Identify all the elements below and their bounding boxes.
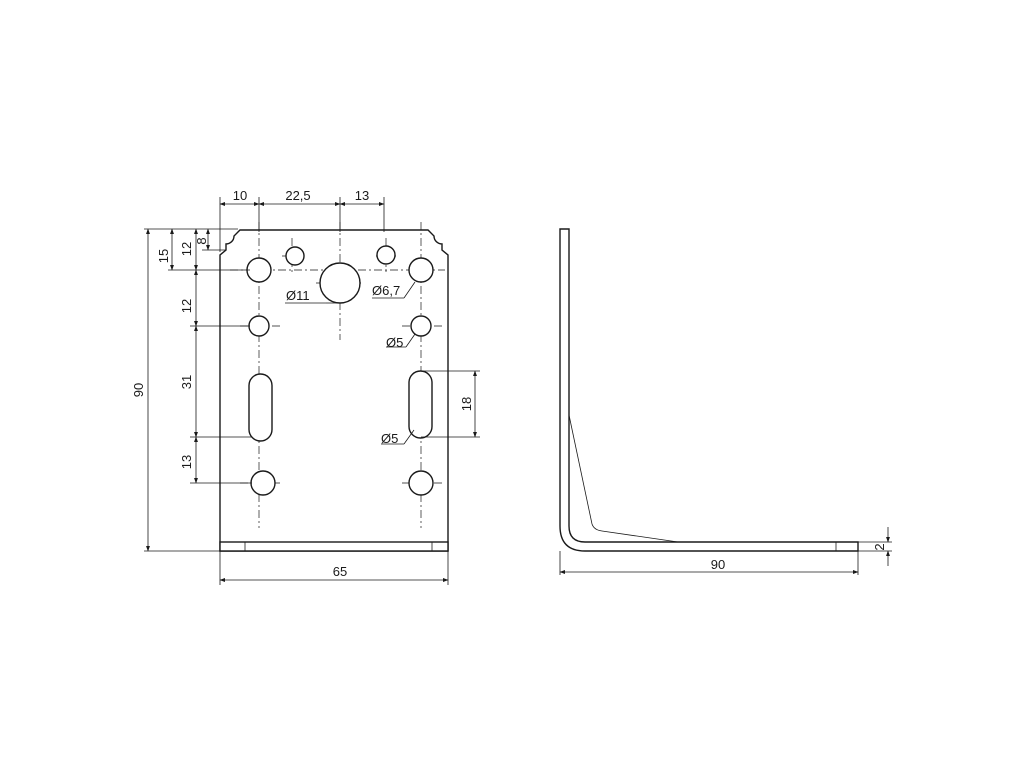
left-dimensions: 8 12 15 12 31 13 90 bbox=[131, 228, 252, 552]
side-length-dimension: 90 bbox=[559, 551, 859, 575]
callout-slot-5: Ø5 bbox=[381, 431, 398, 446]
slot-right bbox=[408, 370, 433, 439]
hole-6-7-left bbox=[246, 257, 272, 283]
front-view: 10 22,5 13 8 12 15 12 bbox=[131, 188, 480, 585]
dim-90-length: 90 bbox=[711, 557, 725, 572]
dim-13-left: 13 bbox=[179, 455, 194, 469]
angle-profile bbox=[559, 228, 859, 552]
dim-10: 10 bbox=[233, 188, 247, 203]
hole-5-right bbox=[410, 315, 432, 337]
dim-8: 8 bbox=[194, 237, 209, 244]
side-view: 90 2 bbox=[559, 228, 892, 575]
hole-11-center bbox=[319, 262, 361, 304]
top-dimensions: 10 22,5 13 bbox=[219, 188, 385, 252]
dim-2-thickness: 2 bbox=[872, 543, 887, 550]
dim-18: 18 bbox=[459, 397, 474, 411]
thickness-dimension: 2 bbox=[858, 527, 892, 566]
hole-bottom-right bbox=[408, 470, 434, 496]
dim-12-top: 12 bbox=[179, 242, 194, 256]
callout-hole-11: Ø11 bbox=[286, 288, 310, 303]
hole-6-7-right bbox=[408, 257, 434, 283]
callouts: Ø11 Ø6,7 Ø5 Ø5 bbox=[285, 281, 416, 446]
dim-13-top: 13 bbox=[355, 188, 369, 203]
dim-15: 15 bbox=[156, 249, 171, 263]
hole-small-top-left bbox=[285, 246, 305, 266]
hole-5-left bbox=[248, 315, 270, 337]
hole-bottom-left bbox=[250, 470, 276, 496]
width-dimension: 65 bbox=[219, 551, 449, 585]
dim-12: 12 bbox=[179, 299, 194, 313]
callout-hole-6-7: Ø6,7 bbox=[372, 283, 400, 298]
slot-left bbox=[248, 373, 273, 442]
callout-hole-5: Ø5 bbox=[386, 335, 403, 350]
stiffening-rib bbox=[568, 414, 679, 543]
dim-90-height: 90 bbox=[131, 383, 146, 397]
dim-65: 65 bbox=[333, 564, 347, 579]
slot-dimension: 18 bbox=[421, 370, 480, 438]
plate-outline bbox=[219, 229, 449, 552]
dim-31: 31 bbox=[179, 375, 194, 389]
hole-small-top-right bbox=[376, 245, 396, 265]
dim-22-5: 22,5 bbox=[285, 188, 310, 203]
bend-strip bbox=[219, 541, 449, 552]
